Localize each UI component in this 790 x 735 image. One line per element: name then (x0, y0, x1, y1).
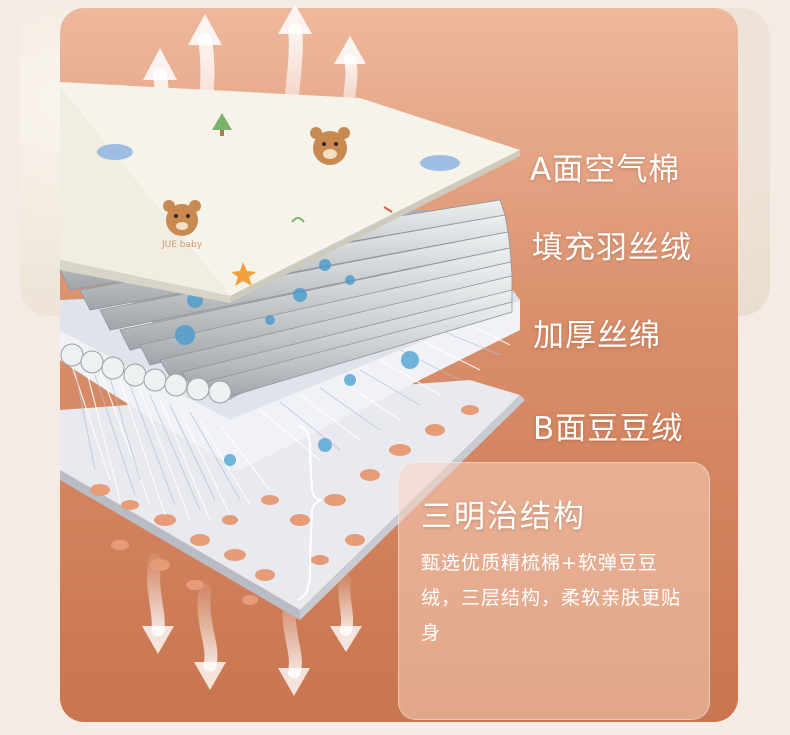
info-description: 甄选优质精梳棉+软弹豆豆绒，三层结构，柔软亲肤更贴身 (421, 552, 682, 644)
layer-label-b: B面豆豆绒 (533, 411, 684, 447)
star-icon (231, 262, 256, 286)
airflow-arrow-icon (278, 4, 312, 34)
airflow-arrow-icon (278, 668, 310, 696)
cloud-icon (97, 144, 460, 171)
airflow-arrow-icon (142, 626, 174, 654)
water-drop-icon (401, 351, 419, 369)
water-drop-icon (345, 275, 355, 285)
water-drop-icon (224, 454, 236, 466)
airflow-arrow-icon (330, 626, 362, 652)
water-drop-icon (344, 374, 356, 386)
airflow-arrow-icon (188, 14, 222, 45)
water-drop-icon (265, 315, 275, 325)
airflow-arrow-icon (197, 583, 218, 672)
fiberfill-tube-layer (59, 199, 513, 404)
printed-mat-layer: JUE baby (60, 82, 520, 303)
layer-label-silk: 加厚丝绵 (533, 318, 661, 354)
layer-label-fill: 填充羽丝绒 (532, 230, 692, 266)
water-drop-icon (175, 325, 195, 345)
airflow-arrow-icon (194, 662, 226, 690)
bear-icon (163, 200, 201, 236)
water-drop-icon (293, 288, 307, 302)
sandwich-info-box: 三明治结构 甄选优质精梳棉+软弹豆豆绒，三层结构，柔软亲肤更贴身 (398, 462, 710, 720)
airflow-arrow-icon (143, 48, 177, 80)
water-drop-icon (318, 438, 332, 452)
water-drop-icon (319, 259, 331, 271)
layer-label-a: A面空气棉 (530, 152, 681, 188)
bear-icon (310, 127, 350, 165)
brace-icon (297, 424, 323, 601)
mat-print-text: JUE baby (161, 240, 203, 250)
tree-icon (212, 113, 232, 136)
info-title: 三明治结构 (421, 499, 586, 535)
airflow-arrow-icon (338, 574, 354, 636)
airflow-arrow-icon (334, 36, 366, 64)
